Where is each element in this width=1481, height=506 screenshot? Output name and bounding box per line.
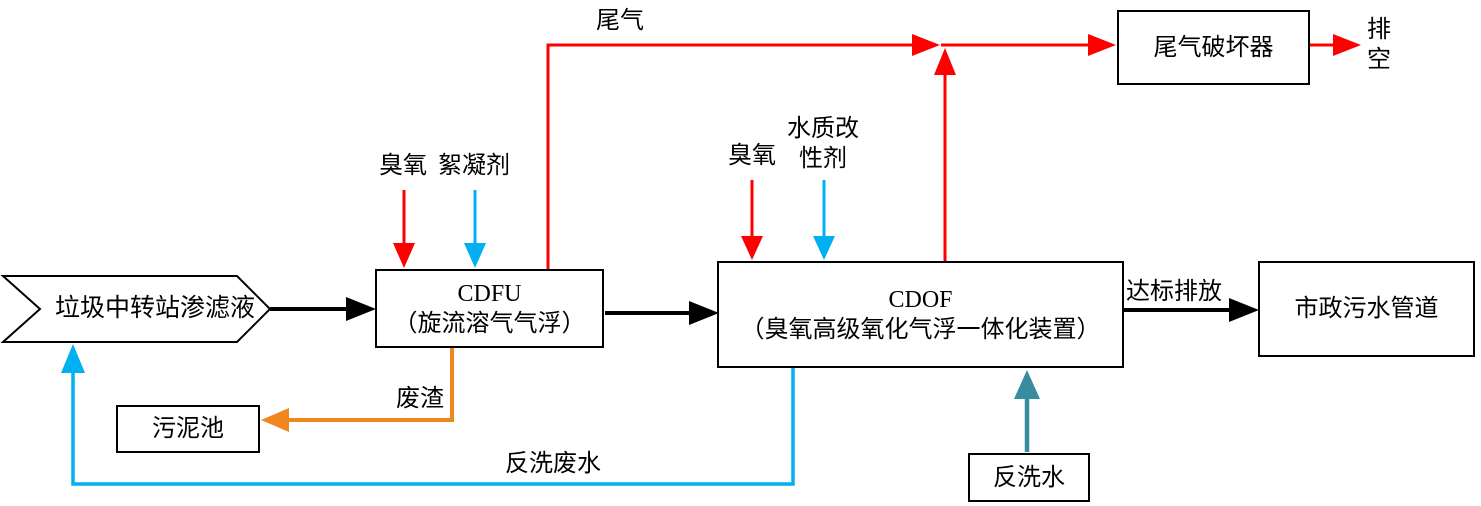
cdof-node: CDOF （臭氧高级氧化气浮一体化装置） [717, 261, 1124, 368]
municipal-sewer-label: 市政污水管道 [1294, 296, 1439, 322]
sludge-pool-node: 污泥池 [116, 405, 260, 453]
compliant-discharge-label: 达标排放 [1126, 279, 1222, 305]
arrowhead-flocculant-to-cdfu [464, 243, 486, 268]
arrowhead-cdof-tailgas [934, 48, 956, 75]
line-backwash-wastewater [71, 368, 795, 486]
influent-chevron-shape [0, 275, 272, 343]
backwash-wastewater-label: 反洗废水 [505, 451, 601, 477]
waste-residue-label: 废渣 [396, 386, 444, 412]
tail-gas-destructor-label: 尾气破坏器 [1153, 34, 1274, 61]
line-waste-residue [289, 348, 454, 422]
tail-gas-edge-label: 尾气 [596, 8, 644, 34]
cdfu-title: CDFU [457, 280, 522, 307]
cdfu-node: CDFU （旋流溶气气浮） [375, 269, 604, 348]
backwash-water-label: 反洗水 [993, 464, 1065, 491]
arrowhead-cdfu-tailgas [912, 34, 940, 56]
arrowhead-backwash-water-to-cdof [1014, 370, 1040, 399]
arrowhead-destructor-to-vent [1333, 34, 1361, 56]
vent-edge-label: 排空 [1367, 17, 1391, 73]
sludge-pool-label: 污泥池 [152, 416, 224, 442]
line-cdfu-tailgas [546, 43, 912, 270]
arrowhead-modifier-to-cdof [813, 236, 835, 260]
municipal-sewer-node: 市政污水管道 [1258, 261, 1475, 357]
arrowhead-backwash-wastewater [61, 344, 85, 373]
cdof-subtitle: （臭氧高级氧化气浮一体化装置） [740, 316, 1101, 343]
cdof-title: CDOF [888, 286, 953, 313]
cdfu-ozone-label: 臭氧 [379, 153, 427, 179]
arrowhead-influent-to-cdfu [346, 297, 376, 321]
arrowhead-to-destructor [1088, 34, 1116, 56]
flocculant-label: 絮凝剂 [438, 153, 510, 179]
cdof-ozone-label: 臭氧 [728, 143, 776, 169]
arrowhead-ozone-to-cdof [741, 236, 763, 260]
backwash-water-node: 反洗水 [968, 453, 1090, 502]
influent-node-label: 垃圾中转站渗滤液 [54, 295, 255, 322]
tail-gas-destructor-node: 尾气破坏器 [1117, 10, 1310, 85]
arrowhead-ozone-to-cdfu [393, 243, 415, 268]
water-modifier-label: 水质改性剂 [787, 116, 859, 172]
cdfu-subtitle: （旋流溶气气浮） [393, 310, 586, 337]
arrowhead-cdfu-to-cdof [689, 301, 719, 325]
arrowhead-waste-residue [261, 408, 289, 432]
arrowhead-cdof-to-sewer [1229, 298, 1259, 322]
